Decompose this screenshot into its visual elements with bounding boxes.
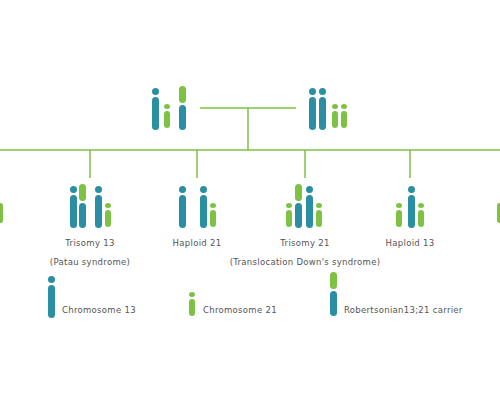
child-trisomy-13 (70, 184, 111, 228)
legend-label: Chromosome 13 (62, 305, 136, 315)
parent-left (152, 86, 186, 130)
karyotype-label: (Translocation Down's syndrome) (230, 257, 381, 267)
karyotype-label: Haploid 13 (386, 238, 435, 248)
legend-samples (48, 272, 337, 318)
karyotype-label: (Patau syndrome) (50, 257, 130, 267)
karyotype-label: Haploid 21 (173, 238, 222, 248)
partial-children (0, 203, 500, 223)
child-haploid-21 (179, 186, 216, 228)
legend-label: Chromosome 21 (203, 305, 277, 315)
karyotype-label: Trisomy 13 (65, 238, 114, 248)
child-haploid-13 (396, 186, 424, 228)
child-trisomy-21 (286, 184, 322, 228)
pedigree-lines (0, 108, 500, 178)
parent-right (309, 88, 347, 130)
karyotype-label: Trisomy 21 (280, 238, 329, 248)
legend-label: Robertsonian13;21 carrier (344, 305, 463, 315)
